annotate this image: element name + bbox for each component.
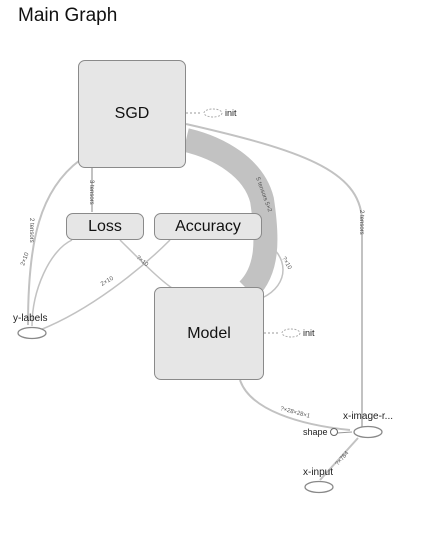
node-label-shape: shape xyxy=(303,427,328,437)
node-sgd[interactable]: SGD xyxy=(78,60,186,168)
edge-label-sgd-ximage: 2 tensors xyxy=(358,210,364,235)
edge-loss-model[interactable] xyxy=(119,239,173,289)
edge-ylabels-loss[interactable] xyxy=(31,239,73,327)
node-label-sgd-init: init xyxy=(225,108,237,118)
edge-accuracy-model[interactable] xyxy=(261,239,284,299)
edge-sgd-ylabels[interactable] xyxy=(27,159,81,326)
node-accuracy[interactable]: Accuracy xyxy=(154,213,262,240)
edge-ximage-model[interactable] xyxy=(239,379,351,431)
edge-model-sgd[interactable] xyxy=(182,128,278,299)
node-label-y-labels: y-labels xyxy=(13,313,48,324)
edge-label-ylabels-loss: 2×10 xyxy=(20,251,30,266)
node-label-x-input: x-input xyxy=(303,467,334,478)
edge-label-sgd-ylabels: 2 tensors xyxy=(28,218,34,243)
node-model-init[interactable] xyxy=(281,328,301,338)
node-label-model-init: init xyxy=(303,328,315,338)
edge-label-ylabels-accuracy: 2×10 xyxy=(100,275,115,287)
edge-ylabels-accuracy[interactable] xyxy=(39,239,171,331)
node-y-labels[interactable] xyxy=(17,326,47,340)
node-loss[interactable]: Loss xyxy=(66,213,144,240)
node-sgd-init[interactable] xyxy=(203,108,223,118)
edge-label-xinput-ximage: ?×784 xyxy=(335,450,351,467)
node-x-image-reshape[interactable] xyxy=(353,425,383,439)
edge-label-sgd-loss: 3 tensors xyxy=(88,180,94,205)
node-label-x-image-reshape: x-image-r... xyxy=(343,411,394,422)
edge-sgd-ximage[interactable] xyxy=(185,123,363,428)
node-model[interactable]: Model xyxy=(154,287,264,380)
page-title: Main Graph xyxy=(18,5,118,26)
edge-xinput-ximage[interactable] xyxy=(319,437,359,481)
edge-shape-ximage[interactable] xyxy=(336,431,353,434)
node-shape[interactable] xyxy=(330,428,338,436)
edge-label-ximage-model: ?×28×28×1 xyxy=(279,406,311,420)
node-x-input[interactable] xyxy=(304,480,334,494)
